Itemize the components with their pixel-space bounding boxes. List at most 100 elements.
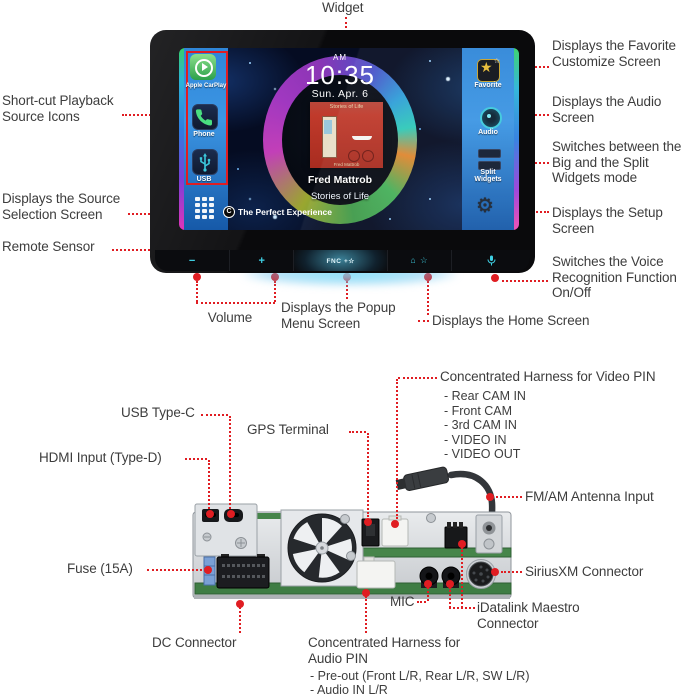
- callout-video-harness: Concentrated Harness for Video PIN: [440, 369, 656, 384]
- leader-line: [501, 571, 522, 573]
- fm-am-antenna-plug: [395, 466, 450, 491]
- clock-widget: AM 10:35 Sun. Apr. 6: [283, 53, 397, 100]
- callout-shortcut: Short-cut Playback Source Icons: [2, 93, 114, 124]
- head-unit: AM 10:35 Sun. Apr. 6 Stories of Life Fre…: [150, 30, 535, 273]
- leader-line: [346, 281, 348, 299]
- touchscreen: AM 10:35 Sun. Apr. 6 Stories of Life Fre…: [179, 48, 519, 230]
- callout-remote-sensor: Remote Sensor: [2, 239, 95, 254]
- volume-up-button: +: [229, 250, 293, 271]
- clock-ampm: AM: [333, 53, 347, 62]
- callout-idatalink: iDatalink Maestro Connector: [477, 600, 580, 631]
- chassis-screw: [426, 513, 436, 523]
- callout-source-selection: Displays the Source Selection Screen: [2, 191, 121, 222]
- callout-siriusxm: SiriusXM Connector: [525, 564, 644, 579]
- shortcut-highlight-box: [186, 51, 228, 185]
- leader-line: [449, 607, 475, 609]
- callout-split-widgets: Switches between the Big and the Split W…: [552, 139, 682, 185]
- favorite-spark-glyph: ☆: [493, 58, 500, 65]
- album-bicycle-wheel: [362, 150, 374, 162]
- leader-line: [147, 569, 202, 571]
- callout-dot: [364, 518, 372, 526]
- chassis-screw: [346, 551, 356, 561]
- favorite-label: Favorite: [474, 82, 502, 89]
- bracket-screws: [202, 532, 247, 549]
- callout-dot: [204, 566, 212, 574]
- callout-home: Displays the Home Screen: [432, 313, 590, 328]
- favorite-icon: ★ ☆: [477, 58, 500, 82]
- leader-line: [502, 280, 548, 282]
- brand-tagline: C The Perfect Experience: [223, 206, 332, 218]
- phone-label: Phone: [193, 131, 215, 138]
- now-playing-title: Stories of Life: [310, 191, 370, 202]
- favorite-star-glyph: ★: [480, 59, 493, 75]
- chassis-screw: [340, 514, 350, 524]
- leader-line: [461, 547, 463, 608]
- callout-dot: [491, 568, 499, 576]
- carplay-label: Apple CarPlay: [185, 83, 227, 89]
- leader-line: [112, 249, 166, 251]
- callout-voice: Switches the Voice Recognition Function …: [552, 254, 677, 300]
- leader-line: [349, 431, 366, 433]
- callout-dot: [227, 510, 235, 518]
- audio-harness-items: - Pre-out (Front L/R, Rear L/R, SW L/R) …: [310, 669, 570, 697]
- leader-line: [196, 281, 198, 302]
- clock-date: Sun. Apr. 6: [311, 88, 369, 100]
- pcb-sliver: [252, 513, 282, 519]
- callout-dot: [193, 273, 201, 281]
- leader-line: [201, 414, 228, 416]
- callout-dot: [391, 520, 399, 528]
- phone-glyph: [195, 109, 213, 126]
- leader-line: [239, 607, 241, 633]
- audio-label: Audio: [478, 129, 498, 136]
- leader-line: [365, 596, 367, 633]
- callout-volume: Volume: [207, 310, 253, 325]
- phone-icon: [192, 104, 218, 130]
- hardware-button-bar: − + FNC +☆ ⌂ ☆: [155, 250, 530, 271]
- callout-fuse: Fuse (15A): [67, 561, 133, 576]
- video-harness-items: - Rear CAM IN - Front CAM - 3rd CAM IN -…: [444, 389, 644, 462]
- audio-icon: [480, 107, 502, 129]
- album-title-text: Stories of Life: [329, 104, 364, 110]
- leader-line: [367, 433, 369, 517]
- leader-line: [185, 458, 207, 460]
- carplay-play-glyph: [202, 63, 208, 71]
- album-bicycle-wheel: [348, 150, 360, 162]
- source-grid-icon: [195, 197, 214, 219]
- leader-line: [396, 379, 398, 519]
- callout-dot: [446, 580, 454, 588]
- cooling-fan: [287, 513, 357, 583]
- leader-line: [449, 587, 451, 608]
- antenna-bracket: [475, 514, 503, 554]
- callout-audio: Displays the Audio Screen: [552, 94, 662, 125]
- clock-time: 10:35: [304, 60, 376, 90]
- split-widgets-label: Split Widgets: [474, 169, 502, 183]
- callout-dot: [486, 493, 494, 501]
- callout-dot: [491, 274, 499, 282]
- right-gradient-strip: [514, 48, 519, 230]
- leader-line: [196, 302, 275, 304]
- fnc-button-label: FNC +☆: [326, 257, 355, 265]
- chassis-bottom-edge: [194, 595, 510, 599]
- callout-popup: Displays the Popup Menu Screen: [281, 300, 396, 331]
- usb-label: USB: [196, 176, 212, 183]
- callout-widget: Widget: [322, 0, 364, 15]
- callout-audio-harness: Concentrated Harness for Audio PIN: [308, 635, 461, 666]
- leader-line: [418, 320, 429, 322]
- home-button: ⌂ ☆: [387, 250, 451, 271]
- callout-dot: [236, 600, 244, 608]
- voice-button: [451, 250, 530, 271]
- leader-line: [229, 416, 231, 509]
- rear-chassis-illustration: [192, 466, 512, 599]
- apple-carplay-icon: [190, 54, 216, 80]
- callout-dot: [362, 589, 370, 597]
- audio-item: - Audio IN L/R: [310, 683, 388, 697]
- widget-ring: [263, 56, 417, 224]
- audio-item: - Pre-out (Front L/R, Rear L/R, SW L/R): [310, 669, 530, 683]
- callout-dot: [424, 580, 432, 588]
- callout-hdmi: HDMI Input (Type-D): [39, 450, 162, 465]
- leader-line: [398, 377, 437, 379]
- video-item: - Front CAM: [444, 403, 513, 418]
- callout-dc: DC Connector: [152, 635, 237, 650]
- callout-setup: Displays the Setup Screen: [552, 205, 663, 236]
